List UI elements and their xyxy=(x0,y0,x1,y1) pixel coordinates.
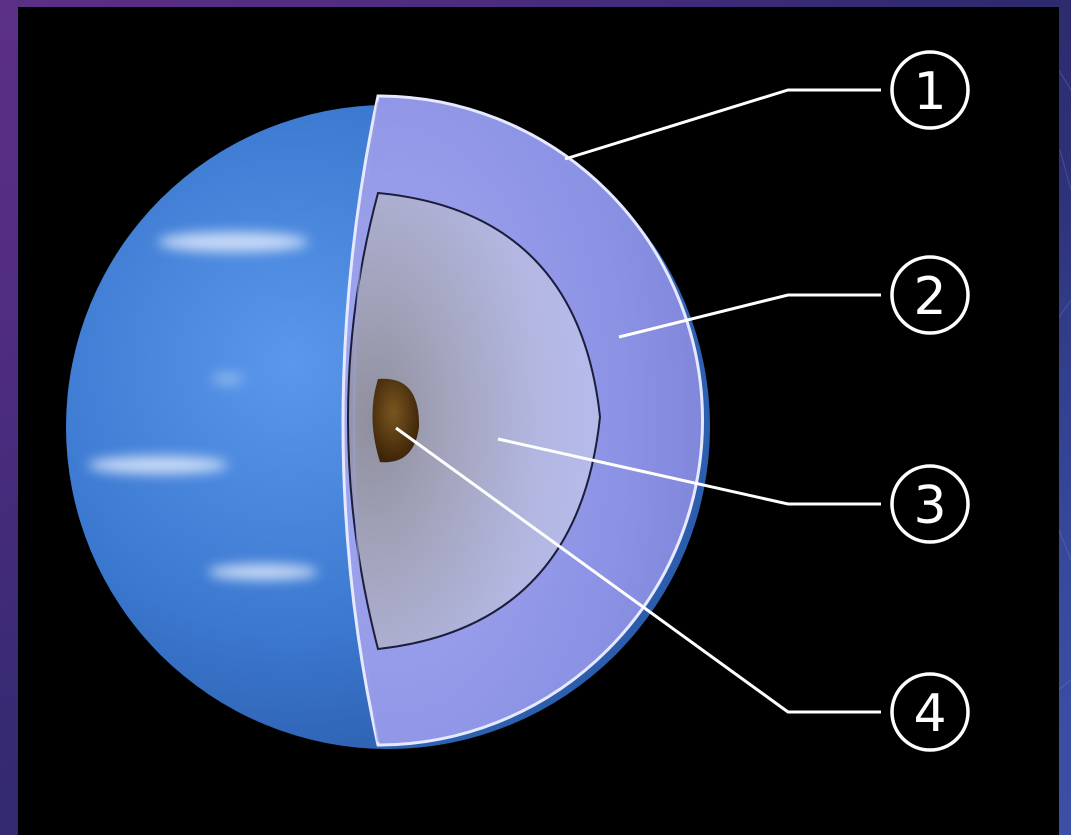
callout-number: 1 xyxy=(913,62,946,122)
neptune-cutaway-diagram: 1 2 3 4 xyxy=(18,7,1059,835)
callout-2: 2 xyxy=(892,257,968,333)
callout-number: 3 xyxy=(913,476,946,536)
callout-number: 4 xyxy=(913,684,946,744)
callout-number: 2 xyxy=(913,267,946,327)
callout-1: 1 xyxy=(892,52,968,128)
callout-3: 3 xyxy=(892,466,968,542)
neptune-interior-figure: 1 2 3 4 xyxy=(18,7,1059,835)
leader-line-1 xyxy=(565,90,881,159)
callout-4: 4 xyxy=(892,674,968,750)
